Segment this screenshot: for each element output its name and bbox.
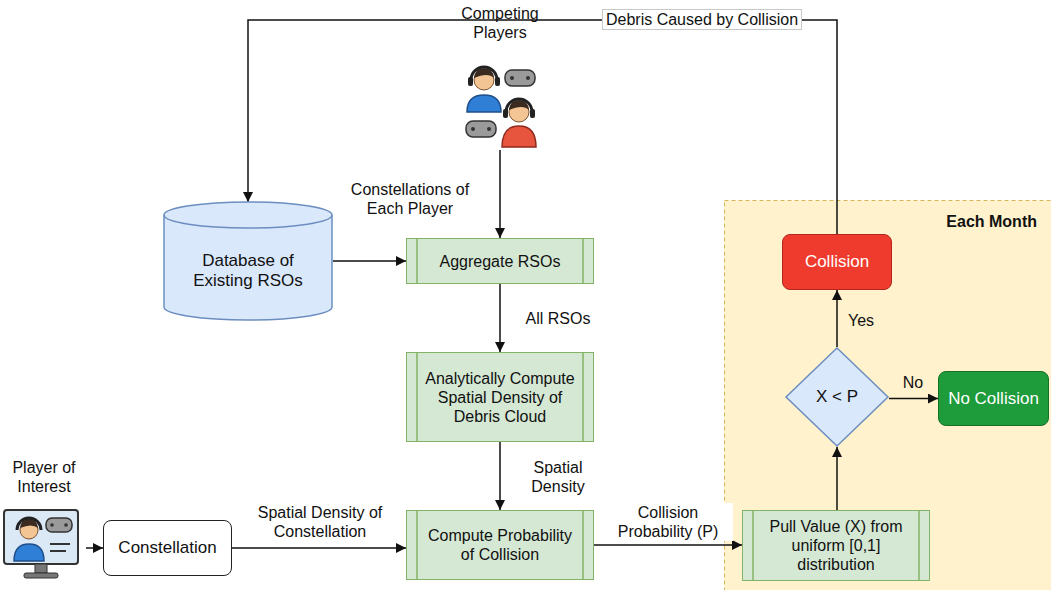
band-ground — [725, 201, 1051, 590]
flow-arrow — [889, 398, 938, 400]
edge-label: Constellations of Each Player — [335, 180, 485, 218]
flow-arrow — [499, 284, 501, 352]
flow-arrow — [86, 547, 103, 549]
players-icon-node: Competing Players — [452, 4, 548, 150]
flow-arrow — [594, 544, 742, 546]
player-of-interest-icon-part — [4, 510, 78, 564]
process-box: Compute Probability of Collision — [406, 510, 594, 580]
process-rule — [918, 511, 920, 580]
process-rule — [752, 511, 754, 580]
competing-players-icon-part — [471, 67, 497, 80]
process-rule — [416, 239, 418, 283]
competing-players-icon — [466, 67, 536, 147]
process-rule — [582, 239, 584, 283]
process-box: Pull Value (X) from uniform [0,1] distri… — [742, 510, 930, 581]
node-label: Analytically Compute Spatial Density of … — [425, 369, 575, 426]
process-rule — [582, 511, 584, 579]
player-of-interest-icon — [4, 510, 78, 578]
process-rule — [416, 353, 418, 441]
band-ground — [725, 201, 1051, 590]
flow-arrow — [499, 442, 501, 510]
edge-label: Yes — [845, 311, 877, 330]
diamond-shape — [786, 348, 888, 446]
flow-arrow — [836, 290, 838, 347]
player-of-interest-icon-part — [46, 518, 72, 532]
database-cylinder: Database of Existing RSOs — [163, 202, 333, 320]
competing-players-icon-part — [466, 121, 496, 137]
edge-label: Spatial Density of Constellation — [245, 503, 395, 541]
cylinder-rim — [164, 215, 332, 228]
player-icon-node: Player of Interest — [2, 458, 86, 586]
node-label: Constellation — [118, 538, 216, 558]
node-label: Aggregate RSOs — [440, 252, 561, 271]
player-of-interest-icon-part — [50, 523, 54, 527]
player-of-interest-icon-part — [17, 518, 41, 530]
flow-arrow — [248, 20, 837, 234]
edge-label: No — [900, 373, 926, 392]
competing-players-icon-part — [503, 109, 508, 118]
competing-players-icon-part — [468, 77, 473, 86]
month-band: Each MonthCollision X < P No CollisionPull… — [724, 200, 1051, 590]
node-label: Player of Interest — [4, 458, 84, 496]
node-label: Database of Existing RSOs — [175, 251, 321, 291]
proc-outline — [406, 510, 594, 580]
edge-label: All RSOs — [523, 309, 594, 328]
competing-players-icon-part — [530, 109, 535, 118]
decision-diamond: X < P — [785, 347, 889, 447]
outcome-box: Collision — [782, 234, 892, 290]
input-box: Constellation — [103, 520, 232, 576]
competing-players-icon-part — [506, 99, 532, 112]
node-label: Competing Players — [454, 4, 546, 42]
outcome-box: No Collision — [938, 371, 1049, 426]
process-box: Analytically Compute Spatial Density of … — [406, 352, 594, 442]
flow-arrow — [836, 447, 838, 510]
player-of-interest-icon-part — [50, 550, 66, 552]
player-of-interest-icon-part — [35, 564, 47, 573]
edge-label: Collision Probability (P) — [603, 503, 733, 541]
node-label: Collision — [805, 252, 869, 272]
flow-arrow — [499, 150, 501, 238]
node-label: Pull Value (X) from uniform [0,1] distri… — [761, 517, 911, 574]
player-of-interest-icon-part — [64, 523, 68, 527]
process-rule — [416, 511, 418, 579]
band-heading: Each Month — [738, 212, 1037, 231]
competing-players-icon-part — [510, 76, 514, 80]
player-of-interest-icon-part — [50, 543, 70, 545]
edge-label: Spatial Density — [518, 458, 598, 496]
competing-players-icon-part — [467, 95, 501, 112]
flow-arrow — [232, 547, 406, 549]
competing-players-icon-part — [526, 76, 530, 80]
node-label: Compute Probability of Collision — [425, 526, 575, 564]
process-rule — [582, 353, 584, 441]
competing-players-icon-part — [502, 126, 536, 147]
flow-arrow — [333, 260, 406, 262]
competing-players-icon-part — [495, 77, 500, 86]
player-of-interest-icon-part — [14, 544, 44, 561]
player-of-interest-icon-part — [24, 573, 58, 578]
competing-players-icon-part — [471, 127, 475, 131]
process-box: Aggregate RSOs — [406, 238, 594, 284]
competing-players-icon-part — [487, 127, 491, 131]
cylinder-body — [164, 202, 332, 320]
edge-label: Debris Caused by Collision — [602, 9, 802, 30]
node-label: No Collision — [948, 389, 1039, 409]
node-label: X < P — [816, 387, 858, 407]
competing-players-icon-part — [505, 70, 535, 86]
